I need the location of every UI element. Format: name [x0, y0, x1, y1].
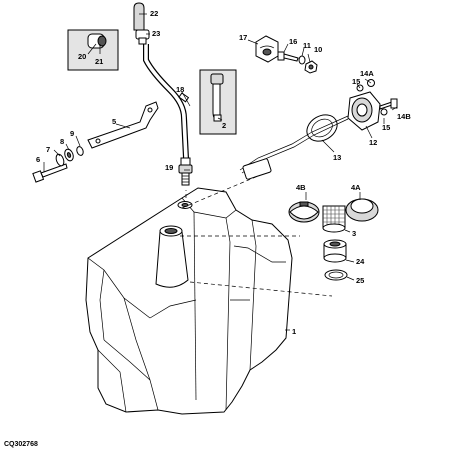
- callout-20: 20: [78, 52, 86, 61]
- sender-bolt-lower: [379, 98, 398, 116]
- callout-1: 1: [292, 327, 296, 336]
- callout-14a: 14A: [360, 69, 374, 78]
- assembly-line: [189, 281, 333, 297]
- callout-16: 16: [289, 37, 297, 46]
- fuel-tank: [85, 187, 293, 415]
- callout-18: 18: [176, 85, 184, 94]
- inset-detail-box: [67, 29, 119, 71]
- clamp-washer: [298, 55, 306, 65]
- seal-ring: [324, 269, 348, 281]
- callout-17: 17: [239, 33, 247, 42]
- callout-leaders: [43, 13, 398, 331]
- callout-9: 9: [70, 129, 74, 138]
- callout-23: 23: [152, 29, 160, 38]
- callout-4a: 4A: [351, 183, 361, 192]
- vent-cap: [133, 2, 145, 31]
- callout-13: 13: [333, 153, 341, 162]
- callout-14b: 14B: [397, 112, 411, 121]
- callout-6: 6: [36, 155, 40, 164]
- fuel-cap: [288, 201, 320, 223]
- callout-11: 11: [303, 41, 311, 50]
- callout-21: 21: [95, 57, 103, 66]
- callout-2: 2: [222, 121, 226, 130]
- fuel-cap-vented: [345, 198, 379, 222]
- clamp-bolt: [277, 51, 299, 62]
- callout-22: 22: [150, 9, 158, 18]
- strap-bolt-set: [32, 146, 84, 183]
- callout-4b: 4B: [296, 183, 306, 192]
- callout-10: 10: [314, 45, 322, 54]
- callout-24: 24: [356, 257, 365, 266]
- fuel-gauge-sender: [239, 91, 381, 180]
- filler-adapter: [323, 239, 347, 263]
- callout-25: 25: [356, 276, 364, 285]
- callout-19: 19: [165, 163, 173, 172]
- callout-7: 7: [46, 145, 50, 154]
- callout-5: 5: [112, 117, 116, 126]
- callout-15-lower: 15: [382, 123, 390, 132]
- vent-fitting: [135, 29, 150, 45]
- figure-code: CQ302768: [4, 441, 38, 448]
- fuel-strainer: [322, 205, 346, 233]
- tank-strap: [87, 101, 159, 149]
- hose-clamp-bracket: [255, 35, 279, 63]
- callout-15-upper: 15: [352, 77, 360, 86]
- fuel-hose-inner: [144, 44, 188, 159]
- hose-fitting: [178, 157, 193, 186]
- callout-8: 8: [60, 137, 64, 146]
- callout-12: 12: [369, 138, 377, 147]
- callout-3: 3: [352, 229, 356, 238]
- clamp-nut: [304, 60, 318, 74]
- inset-pipe-box: [199, 69, 237, 135]
